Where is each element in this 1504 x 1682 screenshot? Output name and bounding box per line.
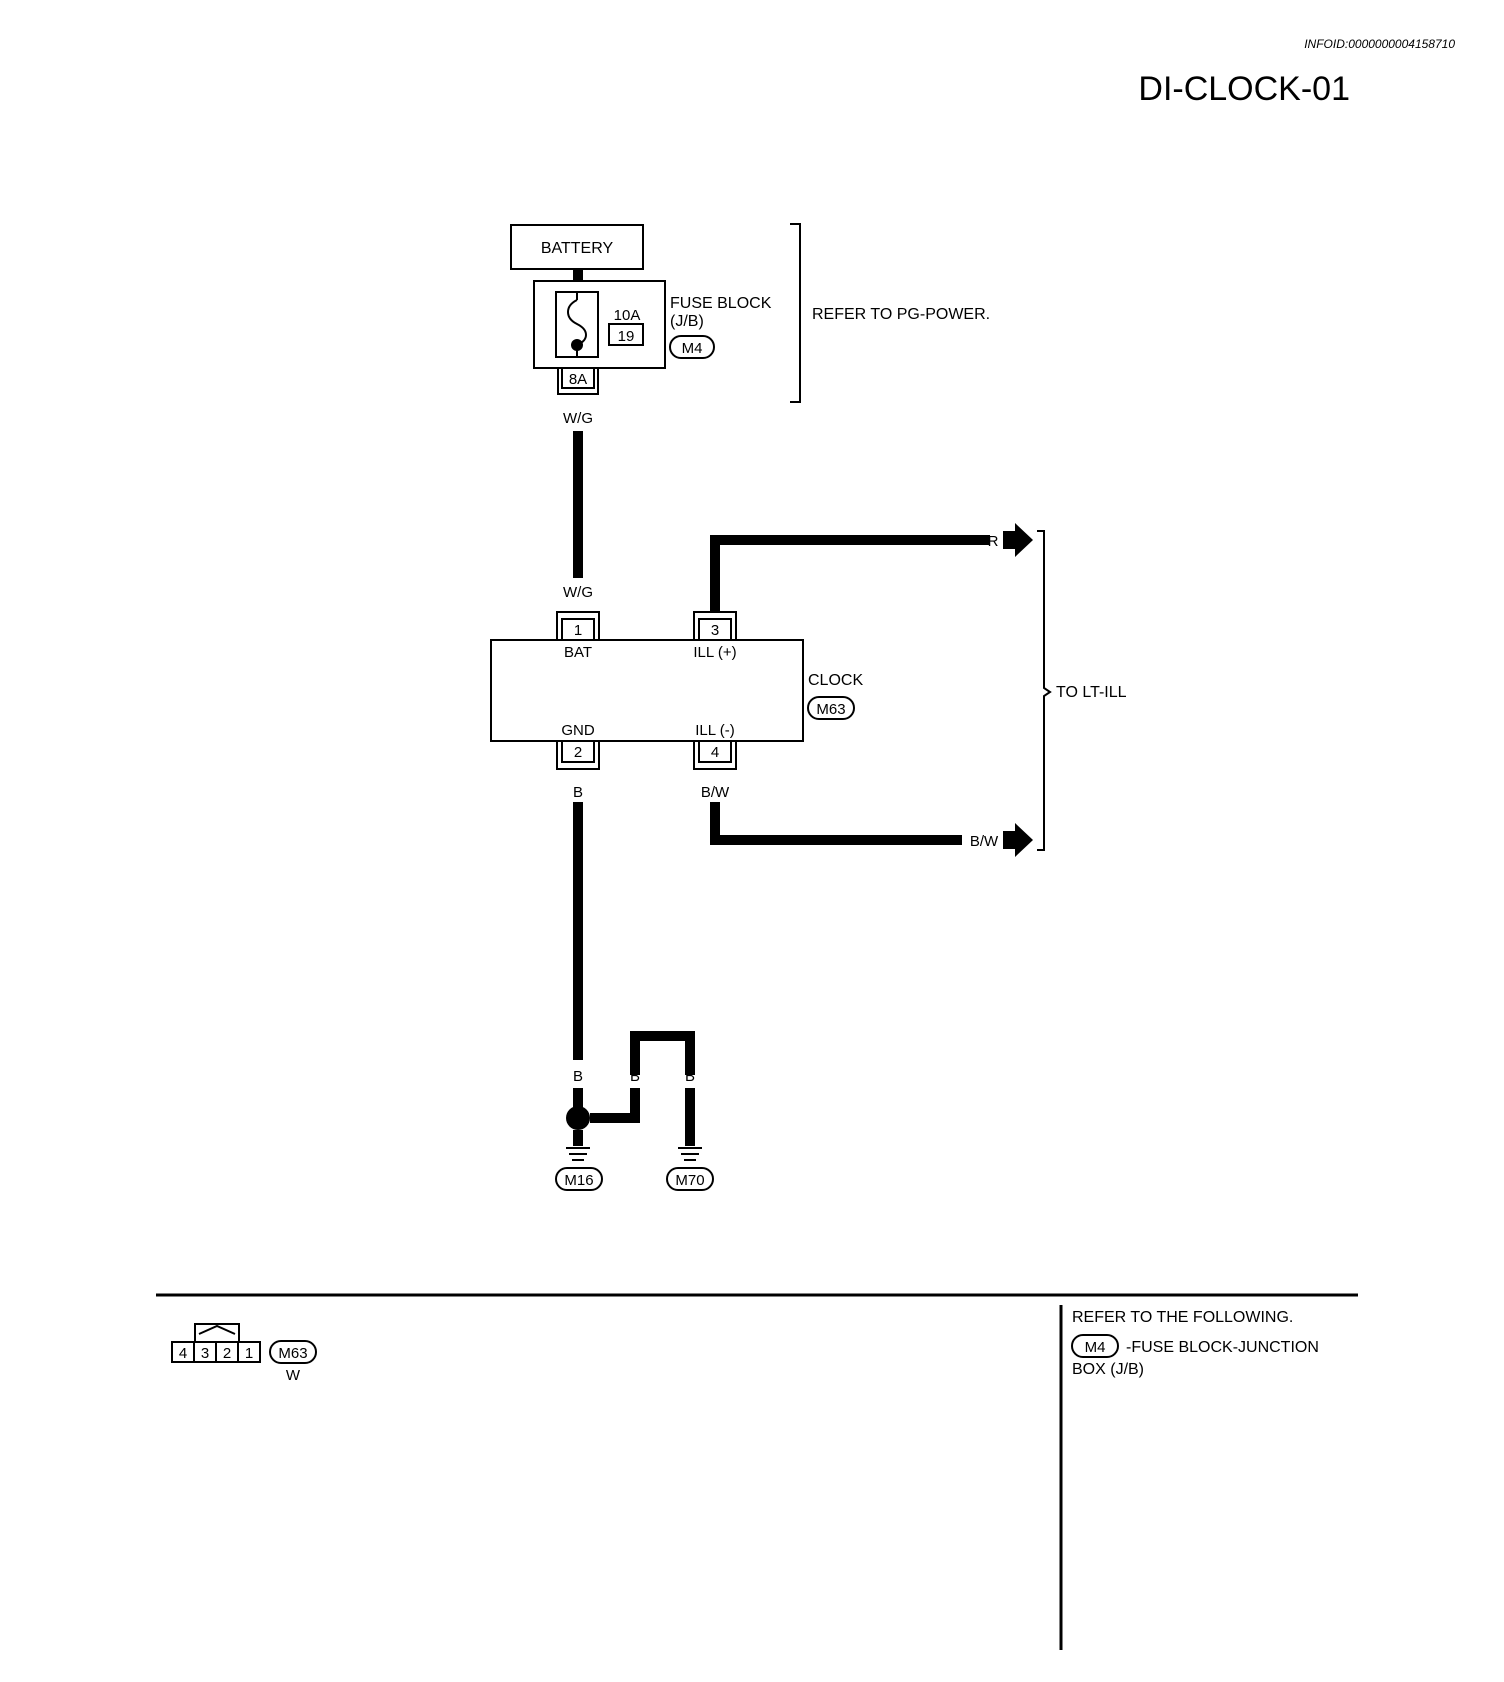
wire-label-b-gnd: B (573, 784, 583, 801)
connector-face-view: 4 3 2 1 (171, 1323, 261, 1363)
svg-text:M4: M4 (1085, 1339, 1106, 1356)
wire-label-bw-out: B/W (970, 833, 999, 850)
wire-b-to-splice (590, 1088, 640, 1123)
connector-view-badge: M63 (269, 1340, 317, 1364)
refer-connector-badge: M4 (1071, 1334, 1119, 1358)
connector-cell: 4 (179, 1345, 187, 1362)
svg-text:3: 3 (711, 622, 719, 639)
fuse-block-sub: (J/B) (670, 313, 704, 330)
to-lt-ill-label: TO LT-ILL (1056, 684, 1127, 701)
pin-label-ill-plus: ILL (+) (693, 644, 736, 661)
svg-text:8A: 8A (569, 371, 587, 388)
wire-label-bw: B/W (701, 784, 730, 801)
svg-text:1: 1 (574, 622, 582, 639)
clock-connector-badge: M63 (807, 696, 855, 720)
wire-label-r-out: R (988, 533, 999, 550)
svg-text:M63: M63 (278, 1345, 307, 1362)
connector-cell: 2 (223, 1345, 231, 1362)
connector-cell: 1 (245, 1345, 253, 1362)
wire-label-b-right: B (685, 1068, 695, 1085)
wire-r (710, 535, 990, 612)
ground-connector-m16: M16 (555, 1167, 603, 1191)
svg-text:4: 4 (711, 744, 719, 761)
lt-ill-bracket (1037, 530, 1052, 851)
clock-pin-4: 4 (693, 740, 737, 770)
refer-pg-label: REFER TO PG-POWER. (812, 306, 990, 323)
fuse-number: 19 (618, 328, 635, 345)
wire-label-b-left: B (573, 1068, 583, 1085)
arrow-right-icon (1003, 823, 1033, 857)
clock-pin-1: 1 (556, 611, 600, 641)
clock-body (490, 639, 804, 742)
pin-label-gnd: GND (561, 722, 595, 739)
fuse-block-connector-badge: M4 (669, 335, 715, 359)
fuse-symbol-icon (567, 299, 587, 346)
arrow-right-icon (1003, 523, 1033, 557)
wire-b-jumper-top (630, 1031, 695, 1075)
fuse-block-name: FUSE BLOCK (670, 295, 772, 312)
clock-pin-3: 3 (693, 611, 737, 641)
ground-icon (678, 1147, 702, 1161)
refer-bracket (790, 223, 801, 403)
battery: BATTERY (510, 224, 644, 270)
clock-name: CLOCK (808, 672, 863, 689)
connector-cell: 3 (201, 1345, 209, 1362)
connector-color: W (286, 1367, 301, 1384)
pin-label-bat: BAT (564, 644, 592, 661)
svg-text:M63: M63 (816, 701, 845, 718)
refer-item-desc2: BOX (J/B) (1072, 1361, 1144, 1378)
fuse-block: 10A 19 (533, 280, 666, 369)
ground-connector-m70: M70 (666, 1167, 714, 1191)
splice-point (566, 1106, 590, 1130)
fuse-amperage: 10A (614, 307, 641, 324)
infoid-label: INFOID:0000000004158710 (1304, 37, 1455, 51)
wire-label-b-mid: B (630, 1068, 640, 1085)
clock-pin-2: 2 (556, 740, 600, 770)
svg-text:M70: M70 (675, 1172, 704, 1189)
diagram-title: DI-CLOCK-01 (1138, 70, 1350, 108)
wire-bw (710, 802, 962, 845)
wire-label-r: R (710, 584, 721, 601)
refer-item-desc: -FUSE BLOCK-JUNCTION (1126, 1339, 1319, 1356)
ground-icon (566, 1147, 590, 1161)
svg-text:M16: M16 (564, 1172, 593, 1189)
fuse-output-terminal: 8A (557, 367, 599, 395)
svg-text:2: 2 (574, 744, 582, 761)
wire-label-wg-bottom: W/G (563, 584, 593, 601)
svg-text:M4: M4 (682, 340, 703, 357)
pin-label-ill-minus: ILL (-) (695, 722, 734, 739)
refer-following-heading: REFER TO THE FOLLOWING. (1072, 1309, 1293, 1326)
battery-label: BATTERY (541, 240, 614, 257)
wire-label-wg-top: W/G (563, 410, 593, 427)
